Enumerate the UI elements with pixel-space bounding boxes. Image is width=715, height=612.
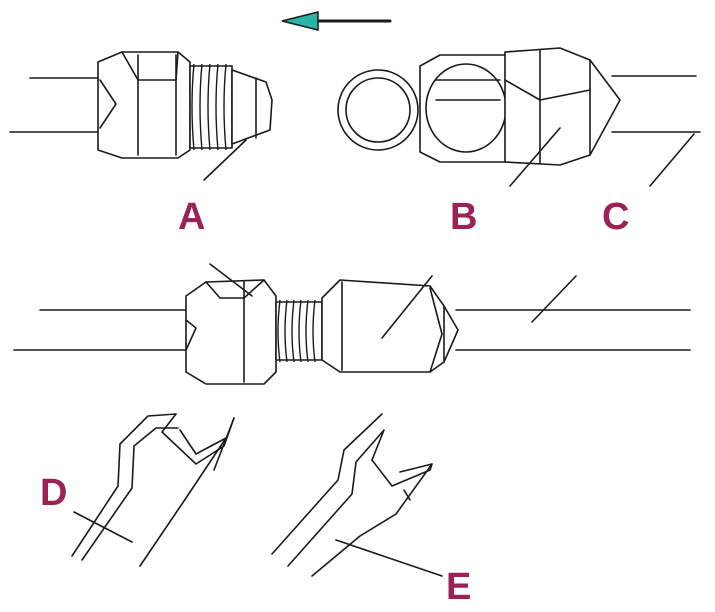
male-fitting (9, 51, 273, 181)
wrench-e (271, 413, 443, 577)
wrench-d (71, 413, 235, 567)
arrow-left-icon (281, 11, 392, 31)
label-d: D (40, 472, 68, 514)
label-c: C (602, 196, 630, 238)
label-e: E (446, 566, 472, 608)
label-b: B (450, 196, 478, 238)
female-fitting (337, 47, 701, 187)
assembled-fitting (13, 263, 691, 385)
label-a: A (178, 196, 206, 238)
